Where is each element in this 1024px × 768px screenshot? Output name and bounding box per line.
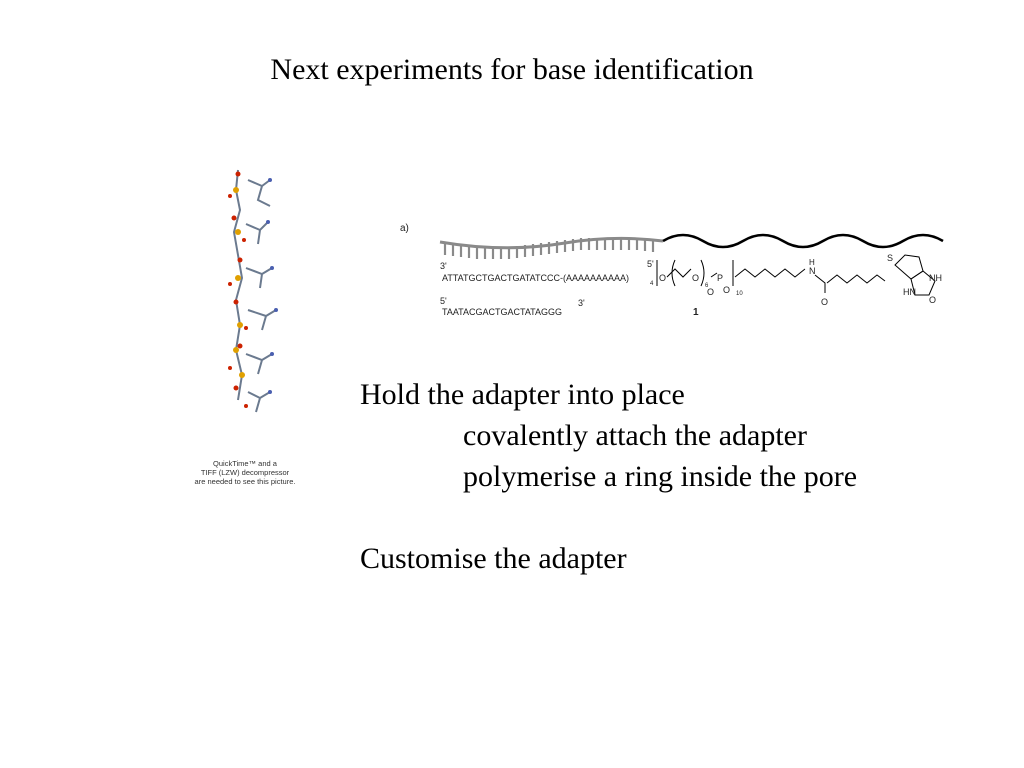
bullet-polymerise: polymerise a ring inside the pore bbox=[463, 460, 858, 493]
compound-number: 1 bbox=[693, 307, 699, 318]
atom-o1: O bbox=[659, 273, 666, 283]
bottom-5-prime: 5' bbox=[440, 296, 447, 306]
atom-o3: O bbox=[707, 287, 714, 297]
atom-nh: NH bbox=[929, 273, 942, 283]
panel-label: a) bbox=[400, 223, 409, 234]
atom-h: H bbox=[809, 258, 815, 267]
top-sequence: ATTATGCTGACTGATATCCC-(AAAAAAAAAA) bbox=[442, 273, 629, 283]
atom-o6: O bbox=[929, 295, 936, 305]
atom-o2: O bbox=[692, 273, 699, 283]
atom-n: N bbox=[809, 266, 816, 276]
dna-strand-image bbox=[228, 169, 278, 413]
peg-subscript: 6 bbox=[705, 283, 709, 289]
atom-o4: O bbox=[723, 285, 730, 295]
atom-s: S bbox=[887, 253, 893, 263]
bullet-covalent: covalently attach the adapter bbox=[463, 419, 807, 452]
top-5-prime: 5' bbox=[647, 259, 654, 269]
atom-p: P bbox=[717, 273, 723, 283]
repeat-subscript: 10 bbox=[736, 291, 743, 297]
atom-hn: HN bbox=[903, 287, 916, 297]
atom-o5: O bbox=[821, 297, 828, 307]
adapter-scheme-diagram: a) 3' ATTATGCTGACTGATATCCC-(AAAAAAAAAA) … bbox=[400, 223, 944, 318]
quicktime-line-1: QuickTime™ and a bbox=[213, 459, 277, 468]
bottom-3-prime: 3' bbox=[578, 298, 585, 308]
top-subscript: 4 bbox=[650, 281, 654, 287]
quicktime-line-2: TIFF (LZW) decompressor bbox=[200, 468, 290, 477]
bullet-list: Hold the adapter into place covalently a… bbox=[360, 374, 857, 579]
top-3-prime: 3' bbox=[440, 261, 447, 271]
quicktime-placeholder: QuickTime™ and a TIFF (LZW) decompressor… bbox=[180, 459, 310, 486]
bullet-hold: Hold the adapter into place bbox=[360, 378, 685, 411]
bottom-sequence: TAATACGACTGACTATAGGG bbox=[442, 307, 562, 317]
bullet-customise: Customise the adapter bbox=[360, 542, 627, 575]
slide-title: Next experiments for base identification bbox=[270, 53, 754, 86]
quicktime-line-3: are needed to see this picture. bbox=[194, 477, 296, 486]
